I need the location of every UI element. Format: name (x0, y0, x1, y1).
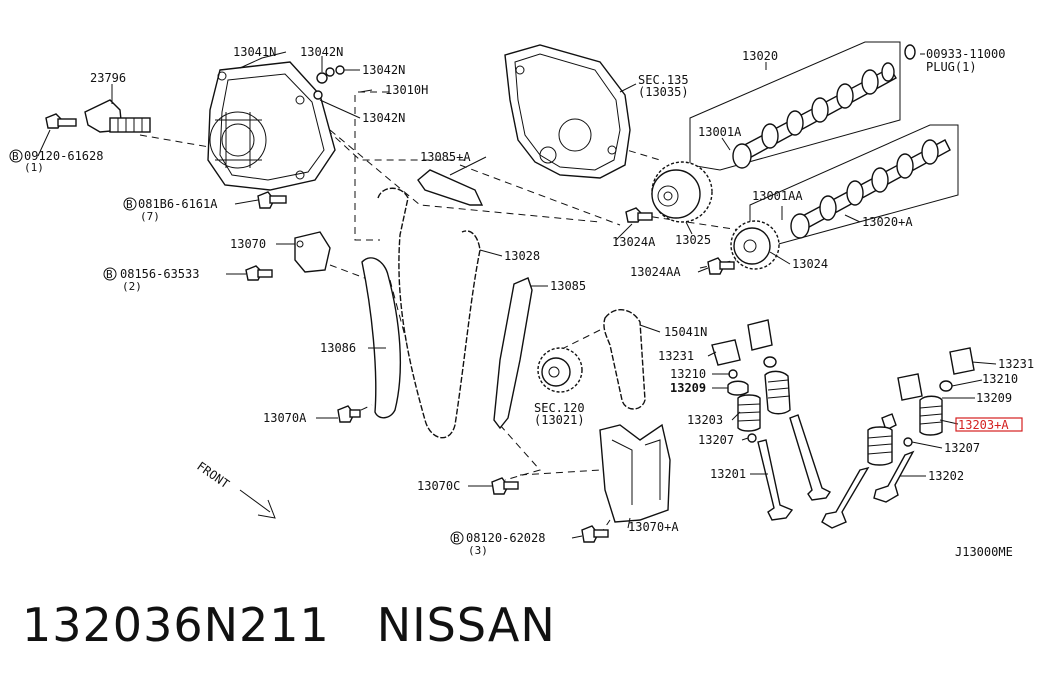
bolt-13024a (625, 207, 653, 223)
label-13085: 13085 (550, 279, 586, 293)
label-13070a-plus: 13070+A (628, 520, 679, 534)
qty-081b6-6161a: (7) (140, 210, 160, 223)
circle-b-letter: B (453, 532, 460, 545)
valve-train-left (711, 319, 832, 521)
tensioner-23796 (84, 99, 151, 133)
label-13042n-c: 13042N (362, 111, 405, 125)
bolt-09120-61628 (45, 113, 77, 129)
label-13028: 13028 (504, 249, 540, 263)
chain-guide-13085 (493, 277, 533, 430)
label-13201: 13201 (710, 467, 746, 481)
tensioner-arm-13086 (361, 257, 401, 419)
label-13010h: 13010H (385, 83, 428, 97)
part-labels: 23796 13041N 13042N 13042N 13010H 13042N… (9, 45, 1034, 559)
label-13210-a: 13210 (670, 367, 706, 381)
valve-train-right (821, 347, 975, 529)
label-13041n: 13041N (233, 45, 276, 59)
circle-b-marker (450, 531, 464, 545)
circle-b-marker (103, 267, 117, 281)
camshaft-13020 (732, 62, 897, 169)
bolt-08156-63533 (245, 265, 273, 281)
cam-sprocket-13024 (730, 220, 780, 270)
label-13202: 13202 (928, 469, 964, 483)
label-13035: (13035) (638, 85, 689, 99)
label-sec135: SEC.135 (638, 73, 689, 87)
bolt-13024aa (707, 257, 735, 275)
crank-sprocket-sec120 (537, 347, 583, 393)
label-13042n-a: 13042N (300, 45, 343, 59)
label-13207-b: 13207 (944, 441, 980, 455)
label-23796: 23796 (90, 71, 126, 85)
front-cover-13041n (207, 61, 336, 191)
qty-08120-62028: (3) (468, 544, 488, 557)
label-13021: (13021) (534, 413, 585, 427)
secondary-tensioner-13070a (599, 423, 671, 523)
label-13020a: 13020+A (862, 215, 913, 229)
rear-cover-sec135 (504, 44, 631, 179)
label-13209-b: 13209 (976, 391, 1012, 405)
label-13209-a: 13209 (670, 381, 706, 395)
timing-chain-13028 (377, 187, 481, 439)
caption: 132036N211 NISSAN (22, 598, 556, 652)
camshaft-13020a (790, 139, 951, 239)
circle-b-marker (123, 197, 137, 211)
secondary-chain-15041n (603, 309, 646, 410)
label-13025: 13025 (675, 233, 711, 247)
circle-b-letter: B (106, 268, 113, 281)
chain-tensioner-13070 (294, 231, 331, 273)
label-13024aa: 13024AA (630, 265, 681, 279)
label-13203a-highlighted: 13203+A (958, 418, 1009, 432)
label-13001aa: 13001AA (752, 189, 803, 203)
label-081b6-6161a: 081B6-6161A (138, 197, 218, 211)
label-13024a: 13024A (612, 235, 656, 249)
label-13085a: 13085+A (420, 150, 471, 164)
chain-guide-13085a (417, 169, 484, 206)
cam-sprocket-13025 (651, 161, 713, 223)
label-13070a: 13070A (263, 411, 307, 425)
bolt-13070a (337, 405, 361, 423)
label-sec120: SEC.120 (534, 401, 585, 415)
qty-08156-63533: (2) (122, 280, 142, 293)
diagram-code: J13000ME (955, 545, 1013, 559)
label-13086: 13086 (320, 341, 356, 355)
o-rings-13042n (313, 65, 345, 100)
circle-b-letter: B (12, 150, 19, 163)
label-00933-11000: 00933-11000 (926, 47, 1005, 61)
brand-name: NISSAN (376, 598, 556, 652)
label-09120-61628: 09120-61628 (24, 149, 103, 163)
label-13001a: 13001A (698, 125, 742, 139)
label-13070: 13070 (230, 237, 266, 251)
circle-b-marker (9, 149, 23, 163)
qty-09120-61628: (1) (24, 161, 44, 174)
label-13070c: 13070C (417, 479, 460, 493)
part-number: 132036N211 (22, 598, 330, 652)
label-15041n: 15041N (664, 325, 707, 339)
front-arrow: FRONT (194, 459, 276, 519)
camshaft-box-13020 (689, 41, 901, 171)
label-08120-62028: 08120-62028 (466, 531, 545, 545)
bolt-08120-62028 (581, 525, 609, 543)
label-13231-b: 13231 (998, 357, 1034, 371)
bolt-13070c (491, 477, 519, 495)
label-plug: PLUG(1) (926, 60, 977, 74)
label-13020: 13020 (742, 49, 778, 63)
label-13203: 13203 (687, 413, 723, 427)
front-label: FRONT (194, 459, 232, 491)
leader-lines (37, 51, 997, 539)
label-13024: 13024 (792, 257, 828, 271)
bolt-081b6 (257, 191, 287, 209)
label-13210-b: 13210 (982, 372, 1018, 386)
label-13231-a: 13231 (658, 349, 694, 363)
label-08156-63533: 08156-63533 (120, 267, 199, 281)
plug-00933-11000 (904, 44, 916, 60)
highlight-box-13203a (955, 417, 1023, 432)
label-13042n-b: 13042N (362, 63, 405, 77)
label-13207-a: 13207 (698, 433, 734, 447)
circle-b-letter: B (126, 198, 133, 211)
